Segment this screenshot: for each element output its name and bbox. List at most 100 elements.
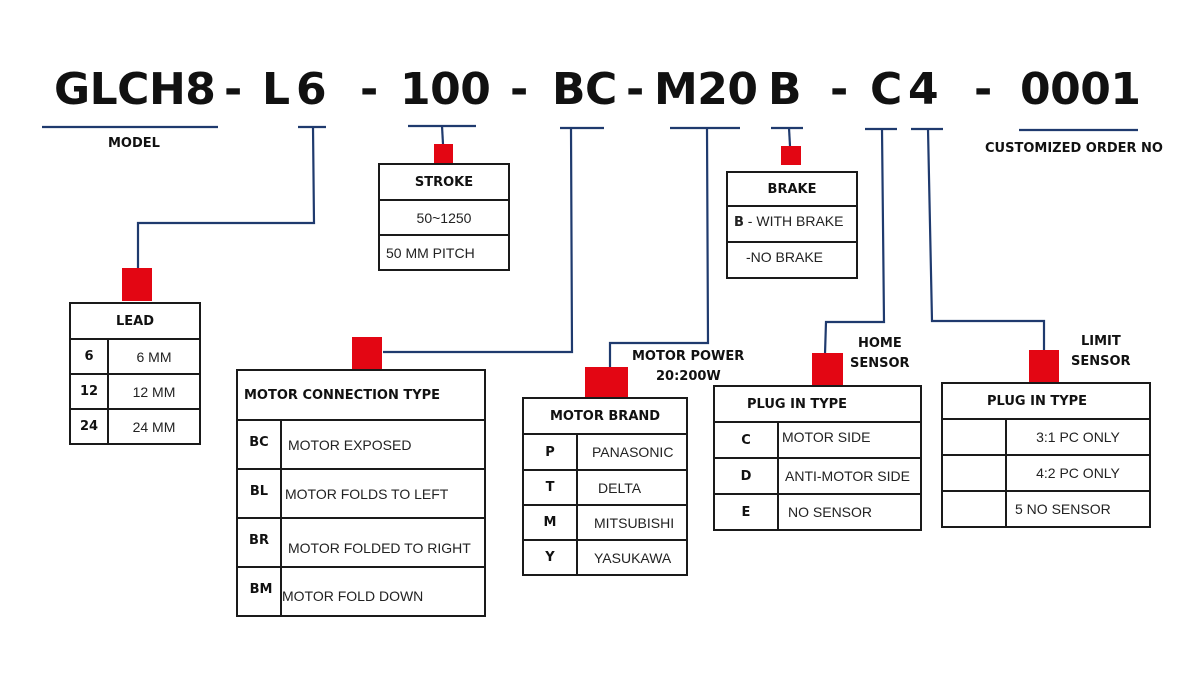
table-row: 12 12 MM — [69, 373, 201, 410]
motor-connection-code: BM — [236, 566, 282, 617]
home-sensor-label-2: SENSOR — [850, 356, 910, 371]
table-row: T DELTA — [522, 469, 688, 506]
code-motor-power: M20 — [654, 64, 758, 115]
limit-sensor-desc: 3:1 PC ONLY — [1005, 418, 1151, 456]
table-row: E NO SENSOR — [713, 493, 922, 531]
lead-title: LEAD — [69, 302, 201, 340]
table-row: -NO BRAKE — [726, 241, 858, 279]
motor-brand-code: M — [522, 504, 578, 541]
code-lead: 6 — [296, 64, 327, 115]
motor-brand-connector — [585, 367, 628, 397]
lead-leader-path — [136, 126, 316, 268]
brake-table: BRAKE B - WITH BRAKE -NO BRAKE — [726, 171, 858, 279]
home-sensor-title: PLUG IN TYPE — [713, 385, 922, 423]
motor-brand-name: YASUKAWA — [576, 539, 688, 576]
table-row: B - WITH BRAKE — [726, 205, 858, 243]
motor-brand-table: MOTOR BRAND P PANASONIC T DELTA M MITSUB… — [522, 397, 688, 576]
lead-connector — [122, 268, 152, 301]
motor-power-label: MOTOR POWER — [632, 349, 745, 364]
table-row: 4:2 PC ONLY — [941, 454, 1151, 492]
table-row: 50~1250 — [378, 199, 510, 236]
table-row: 5 NO SENSOR — [941, 490, 1151, 528]
code-motor-connection: BC — [552, 64, 617, 115]
table-row: 50 MM PITCH — [378, 234, 510, 271]
motor-power-leader — [608, 127, 710, 367]
code-model: GLCH8 — [54, 64, 216, 115]
motor-connection-code: BC — [236, 419, 282, 470]
stroke-table: STROKE 50~1250 50 MM PITCH — [378, 163, 510, 271]
motor-brand-title: MOTOR BRAND — [522, 397, 688, 435]
brake-connector — [781, 146, 801, 165]
lead-table: LEAD 6 6 MM 12 12 MM 24 24 MM — [69, 302, 201, 445]
motor-connection-table: MOTOR CONNECTION TYPE BC MOTOR EXPOSED B… — [236, 369, 486, 617]
limit-sensor-label: LIMIT — [1081, 334, 1121, 349]
limit-sensor-table: PLUG IN TYPE 3:1 PC ONLY 4:2 PC ONLY 5 N… — [941, 382, 1151, 528]
code-stroke: 100 — [400, 64, 491, 115]
motor-brand-name: MITSUBISHI — [576, 504, 688, 541]
home-sensor-code: C — [713, 421, 779, 459]
motor-brand-code: P — [522, 433, 578, 471]
home-sensor-connector — [812, 353, 843, 385]
code-dash: - — [626, 64, 644, 115]
limit-sensor-code — [941, 418, 1007, 456]
limit-sensor-connector — [1029, 350, 1059, 382]
table-row: 3:1 PC ONLY — [941, 418, 1151, 456]
limit-sensor-title: PLUG IN TYPE — [941, 382, 1151, 420]
motor-brand-code: Y — [522, 539, 578, 576]
table-row: D ANTI-MOTOR SIDE — [713, 457, 922, 495]
home-sensor-label: HOME — [858, 336, 902, 351]
lead-code: 6 — [69, 338, 109, 375]
home-sensor-table: PLUG IN TYPE C MOTOR SIDE D ANTI-MOTOR S… — [713, 385, 922, 531]
table-row: 6 6 MM — [69, 338, 201, 375]
table-row: M MITSUBISHI — [522, 504, 688, 541]
motor-connection-code: BL — [236, 468, 282, 519]
limit-sensor-leader — [926, 128, 1046, 350]
lead-desc: 24 MM — [107, 408, 201, 445]
table-row: BR MOTOR FOLDED TO RIGHT — [236, 517, 486, 568]
code-dash: - — [224, 64, 242, 115]
table-row: BM MOTOR FOLD DOWN — [236, 566, 486, 617]
lead-desc: 12 MM — [107, 373, 201, 410]
motor-brand-name: PANASONIC — [576, 433, 688, 471]
table-row: Y YASUKAWA — [522, 539, 688, 576]
home-sensor-desc: ANTI-MOTOR SIDE — [777, 457, 922, 495]
customized-order-label: CUSTOMIZED ORDER NO — [985, 141, 1163, 156]
code-limit-sensor: 4 — [908, 64, 939, 115]
motor-connection-desc: MOTOR FOLD DOWN — [280, 566, 486, 617]
code-dash: - — [830, 64, 848, 115]
motor-brand-code: T — [522, 469, 578, 506]
motor-connection-desc: MOTOR EXPOSED — [280, 419, 486, 470]
code-home-sensor: C — [870, 64, 902, 115]
brake-leader — [787, 127, 792, 147]
home-sensor-desc: NO SENSOR — [777, 493, 922, 531]
brake-title: BRAKE — [726, 171, 858, 207]
table-row: C MOTOR SIDE — [713, 421, 922, 459]
motor-connection-desc: MOTOR FOLDS TO LEFT — [280, 468, 486, 519]
table-row: 24 24 MM — [69, 408, 201, 445]
code-order-no: 0001 — [1020, 64, 1141, 115]
code-dash: - — [974, 64, 992, 115]
brake-desc: -NO BRAKE — [746, 249, 824, 265]
motor-connection-connector — [352, 337, 382, 370]
motor-connection-desc: MOTOR FOLDED TO RIGHT — [280, 517, 486, 568]
brake-code: B — [734, 215, 744, 230]
limit-sensor-desc: 5 NO SENSOR — [1005, 490, 1151, 528]
model-label: MODEL — [108, 136, 160, 151]
motor-connection-code: BR — [236, 517, 282, 568]
stroke-pitch: 50 MM PITCH — [378, 234, 510, 271]
code-dash: - — [360, 64, 378, 115]
limit-sensor-desc: 4:2 PC ONLY — [1005, 454, 1151, 492]
stroke-leader — [440, 125, 445, 145]
brake-desc: - WITH BRAKE — [743, 213, 844, 229]
home-sensor-code: D — [713, 457, 779, 495]
limit-sensor-label-2: SENSOR — [1071, 354, 1131, 369]
home-sensor-code: E — [713, 493, 779, 531]
home-sensor-desc: MOTOR SIDE — [777, 421, 922, 459]
code-lead-prefix: L — [262, 64, 290, 115]
brake-option: -NO BRAKE — [726, 241, 858, 279]
lead-desc: 6 MM — [107, 338, 201, 375]
lead-code: 24 — [69, 408, 109, 445]
stroke-title: STROKE — [378, 163, 510, 201]
motor-power-value: 20:200W — [656, 369, 721, 384]
table-row: BC MOTOR EXPOSED — [236, 419, 486, 470]
